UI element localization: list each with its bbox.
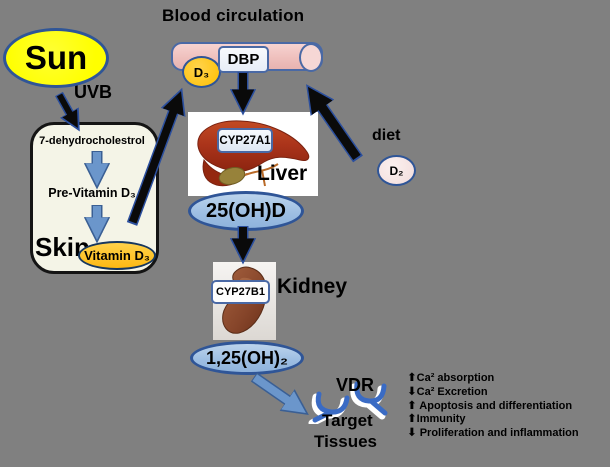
target-tissues-label-line1: Target xyxy=(322,411,373,430)
vitamin-d3-ellipse: Vitamin D₃ xyxy=(78,241,156,270)
up-arrow-icon: ⬆ xyxy=(407,413,417,426)
up-arrow-icon: ⬆ xyxy=(407,372,417,384)
dbp-text: DBP xyxy=(227,51,260,68)
125oh2-text: 1,25(OH)₂ xyxy=(205,347,289,368)
blood-vessel-tube-cap xyxy=(299,43,323,72)
up-arrow-icon: ⬆ xyxy=(407,399,417,412)
blood-circulation-title: Blood circulation xyxy=(162,6,305,25)
cyp27b1-label: CYP27B1 xyxy=(211,280,270,304)
arrow-diet-to-blood xyxy=(306,84,363,163)
125oh2-ellipse: 1,25(OH)₂ xyxy=(190,341,304,375)
d2-bubble: D₂ xyxy=(377,155,416,186)
diet-label: diet xyxy=(372,127,401,144)
down-arrow-icon: ⬇ xyxy=(407,427,417,440)
sun-label: Sun xyxy=(24,39,88,76)
cyp27b1-text: CYP27B1 xyxy=(216,286,265,298)
d3-bubble: D₃ xyxy=(182,56,221,88)
effect-immunity: ⬆Immunity xyxy=(407,413,466,426)
skin-step-7-dehydrocholestrol: 7-dehydrocholestrol xyxy=(39,135,145,147)
kidney-organ-label: Kidney xyxy=(277,275,348,298)
sun-ellipse: Sun xyxy=(3,28,109,88)
effects-list: ⬆Ca² absorption ⬇Ca² Excretion ⬆ Apoptos… xyxy=(407,372,607,441)
target-tissues-label-line2: Tissues xyxy=(314,432,378,451)
uvb-label: UVB xyxy=(74,82,113,102)
down-arrow-icon: ⬇ xyxy=(407,385,417,398)
effect-proliferation: ⬇ Proliferation and inflammation xyxy=(407,427,579,440)
receptor-icon-right xyxy=(350,381,388,420)
25ohd-ellipse: 25(OH)D xyxy=(188,191,304,231)
arrow-125oh2-to-target xyxy=(250,372,309,416)
cyp27a1-text: CYP27A1 xyxy=(219,134,271,147)
effect-ca-absorption: ⬆Ca² absorption xyxy=(407,372,495,384)
d3-bubble-label: D₃ xyxy=(193,64,210,80)
liver-organ-label: Liver xyxy=(257,162,308,185)
skin-step-previtamin-d3: Pre-Vitamin D₃ xyxy=(48,186,136,200)
receptor-icon-left xyxy=(308,391,350,427)
vitamin-d3-text: Vitamin D₃ xyxy=(84,248,150,263)
cyp27a1-label: CYP27A1 xyxy=(217,128,273,153)
vdr-label: VDR xyxy=(336,375,375,395)
25ohd-text: 25(OH)D xyxy=(205,199,286,222)
dbp-label: DBP xyxy=(218,46,269,73)
d2-bubble-label: D₂ xyxy=(389,163,404,178)
effect-ca-excretion: ⬇Ca² Excretion xyxy=(407,385,488,398)
effect-apoptosis: ⬆ Apoptosis and differentiation xyxy=(407,399,573,412)
vdr-receptor-icons xyxy=(303,372,403,429)
